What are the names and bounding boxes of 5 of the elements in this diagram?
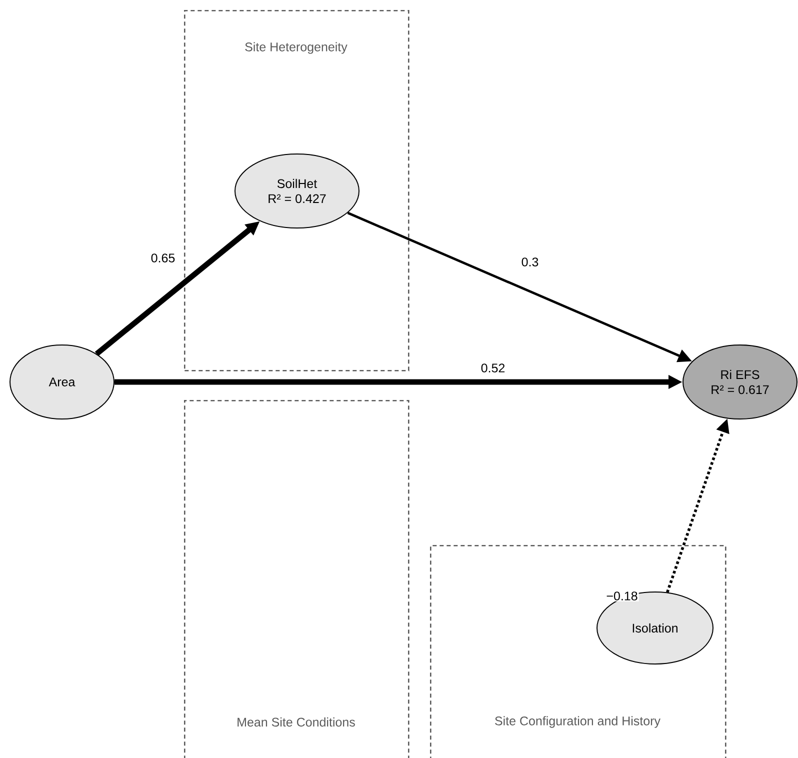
path-coefficient: 0.3 — [520, 256, 540, 268]
group-box: Mean Site Conditions — [184, 400, 410, 758]
path-coefficient: 0.52 — [480, 362, 506, 374]
path-coefficient: −0.18 — [605, 590, 639, 602]
path-coefficient: 0.65 — [150, 252, 176, 264]
